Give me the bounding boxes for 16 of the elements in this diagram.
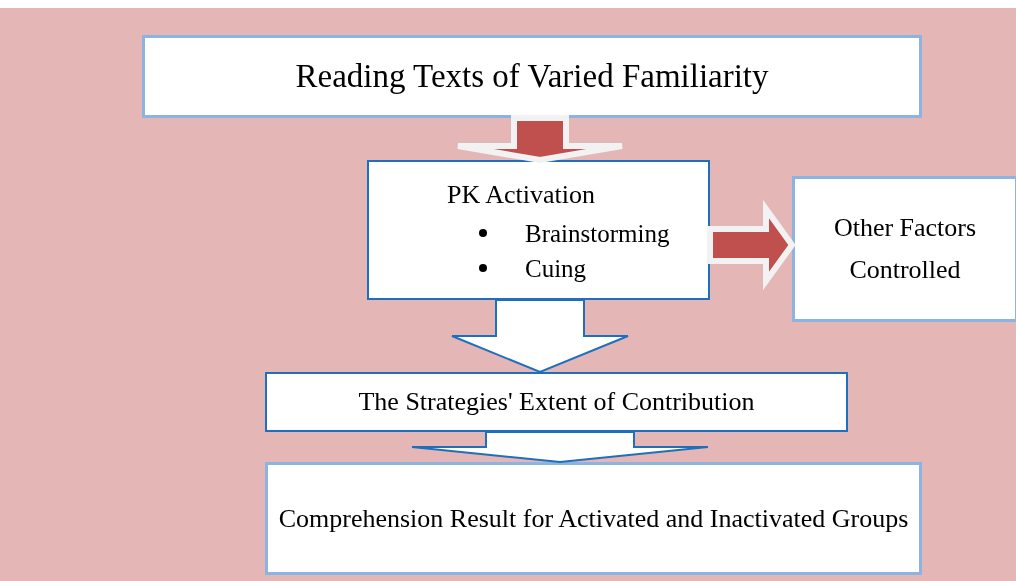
bullet-item: Brainstorming — [479, 215, 670, 251]
block-arrow — [707, 199, 796, 291]
box-text: PK Activation — [447, 179, 596, 212]
box-text: Other Factors Controlled — [832, 212, 978, 286]
block-arrow — [451, 299, 629, 374]
process-box — [265, 462, 922, 575]
process-box — [142, 35, 922, 118]
block-arrow — [455, 115, 625, 164]
box-text: Reading Texts of Varied Familiarity — [295, 57, 769, 97]
bullet-item: Cuing — [479, 250, 587, 286]
block-arrow — [411, 431, 709, 463]
box-text: Comprehension Result for Activated and Inactivated Groups — [278, 502, 909, 535]
process-box — [367, 160, 710, 300]
box-text: The Strategies' Extent of Contribution — [358, 386, 755, 419]
process-box — [792, 176, 1016, 322]
process-box — [265, 372, 848, 432]
